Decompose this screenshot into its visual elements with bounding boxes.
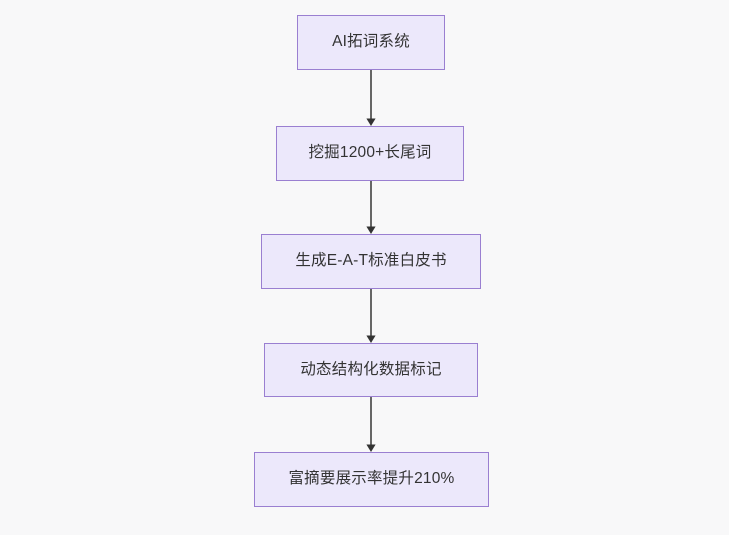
flow-node-label: 生成E-A-T标准白皮书 — [295, 252, 447, 270]
flow-node-n5[interactable]: 富摘要展示率提升210% — [254, 452, 489, 507]
flow-arrow-1 — [364, 70, 378, 126]
flow-node-label: 动态结构化数据标记 — [300, 360, 442, 378]
flow-arrow-4 — [364, 397, 378, 452]
flow-node-label: 挖掘1200+长尾词 — [308, 144, 432, 162]
flow-node-n3[interactable]: 生成E-A-T标准白皮书 — [261, 234, 481, 289]
flow-node-n4[interactable]: 动态结构化数据标记 — [264, 343, 478, 397]
flow-arrow-3 — [364, 289, 378, 343]
flow-node-label: AI拓词系统 — [332, 33, 410, 51]
flow-node-n2[interactable]: 挖掘1200+长尾词 — [276, 126, 464, 181]
flow-node-n1[interactable]: AI拓词系统 — [297, 15, 445, 70]
flow-node-label: 富摘要展示率提升210% — [288, 470, 455, 488]
flow-arrow-2 — [364, 181, 378, 234]
